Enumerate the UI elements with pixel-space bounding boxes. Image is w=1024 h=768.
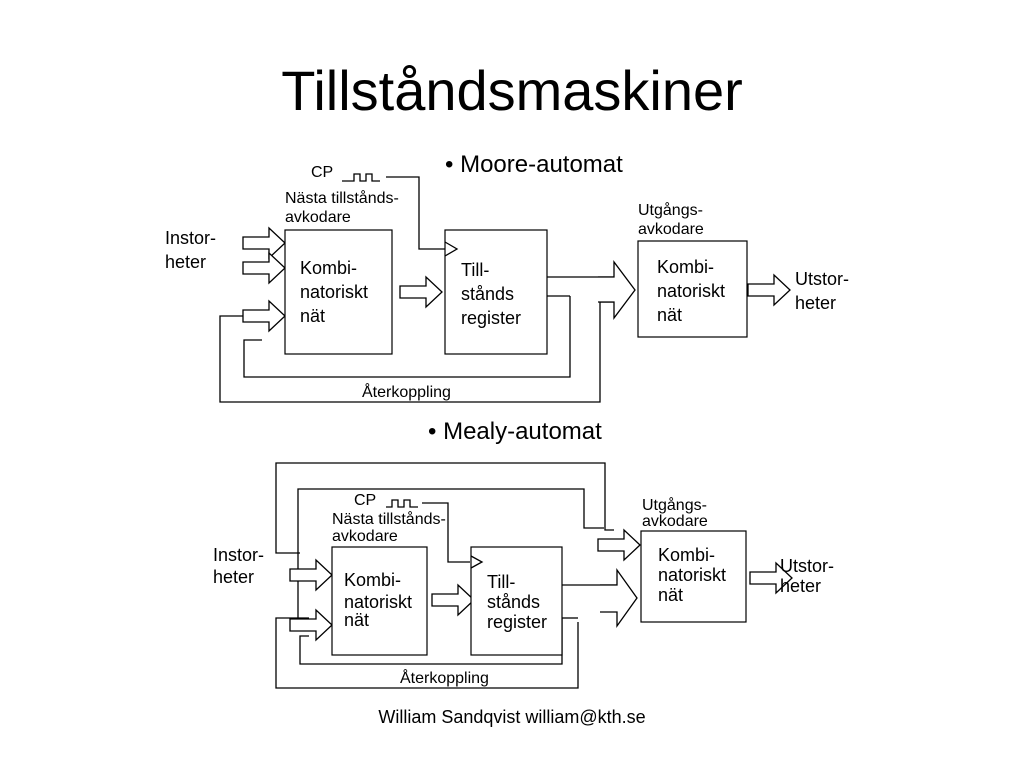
moore-output-net-label: Kombi- natoriskt nät — [657, 257, 730, 325]
mealy-state-register-box — [470, 546, 563, 656]
mealy-next-state-label: Nästa tillstånds- avkodare — [332, 510, 450, 545]
mealy-diagram: CP Nästa tillstånds- avkodare Instor- he… — [213, 462, 839, 689]
mealy-inputs-label: Instor- heter — [213, 545, 269, 587]
moore-outputs-label: Utstor- heter — [795, 269, 854, 313]
mealy-output-arrow — [600, 567, 638, 629]
moore-clock-icon — [342, 173, 380, 182]
mealy-comb-net-box — [331, 546, 428, 656]
moore-output-decoder-label: Utgångs- avkodare — [638, 201, 707, 238]
moore-comb-net-label: Kombi- natoriskt nät — [300, 258, 373, 326]
slide-title: Tillståndsmaskiner — [281, 59, 743, 122]
moore-output-arrow — [598, 260, 636, 320]
moore-inputs-label: Instor- heter — [165, 228, 221, 272]
mealy-output-net-label: Kombi- natoriskt nät — [658, 545, 731, 605]
moore-diagram: CP Nästa tillstånds- avkodare Instor- he… — [165, 164, 854, 403]
moore-feedback-inner — [243, 296, 571, 378]
mealy-output-decoder-label: Utgångs- avkodare — [642, 496, 711, 530]
mealy-state-register-label: Till- stånds register — [487, 572, 547, 632]
moore-clock-input-icon — [444, 241, 459, 257]
moore-comb-net-box — [284, 229, 393, 355]
mealy-clock-line — [422, 502, 470, 563]
moore-state-register-label: Till- stånds register — [461, 260, 521, 328]
moore-output-net-box — [637, 240, 748, 338]
mealy-comb-net-label: Kombi- natoriskt nät — [344, 570, 417, 630]
mealy-cp-label: CP — [354, 492, 376, 509]
mealy-outputs-label: Utstor- heter — [780, 556, 839, 596]
mealy-clock-input-icon — [470, 555, 484, 569]
moore-clock-line — [386, 176, 448, 250]
moore-state-register-box — [444, 229, 548, 355]
footer-author: William Sandqvist william@kth.se — [378, 707, 646, 727]
moore-cp-label: CP — [311, 164, 333, 181]
mealy-feedback-label: Återkoppling — [400, 668, 489, 687]
moore-next-state-label: Nästa tillstånds- avkodare — [285, 189, 403, 226]
mealy-feedback-outer — [275, 617, 579, 689]
moore-heading: • Moore-automat — [445, 151, 623, 178]
mealy-heading: • Mealy-automat — [428, 418, 602, 445]
mealy-clock-icon — [386, 499, 418, 508]
mealy-output-net-box — [640, 530, 747, 623]
moore-feedback-label: Återkoppling — [362, 382, 451, 401]
moore-feedback-outer — [219, 302, 601, 403]
mealy-input-bypass-line — [275, 462, 614, 554]
